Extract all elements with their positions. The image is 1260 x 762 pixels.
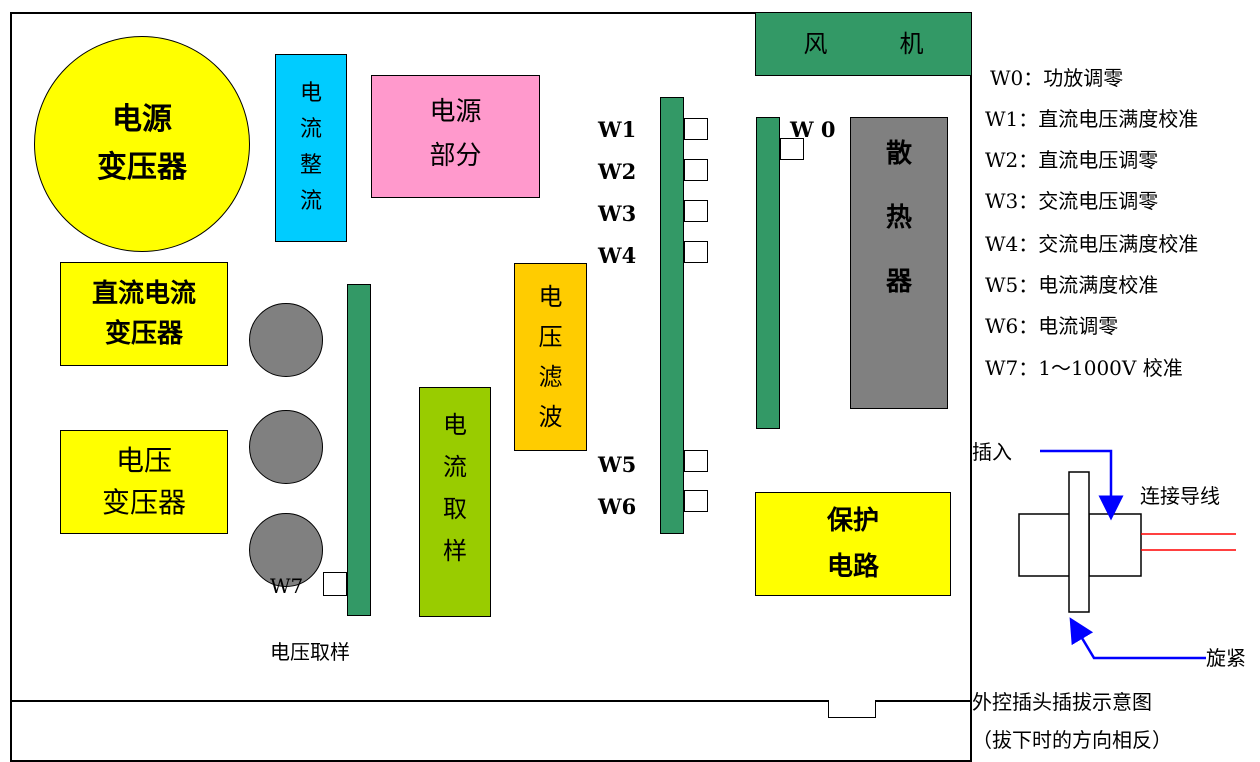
- capacitor-3: [249, 513, 323, 587]
- w6-pot: [684, 490, 708, 512]
- w3-pot: [684, 200, 708, 222]
- legend-w0: W0：功放调零: [990, 66, 1124, 90]
- plug-right-body: [1088, 513, 1142, 577]
- connect-wire-label: 连接导线: [1140, 484, 1220, 508]
- protection-circuit-label: 保护 电路: [826, 506, 879, 582]
- w2-label: W2: [598, 159, 637, 184]
- w7-label: W7: [270, 574, 304, 598]
- fan-block: 风 机: [755, 12, 972, 76]
- current-rectifier-label: 电 流 整 流: [299, 81, 322, 214]
- power-section: 电源 部分: [371, 75, 540, 198]
- power-transformer: 电源 变压器: [34, 36, 250, 252]
- voltage-sampling-label: 电压取样: [270, 640, 350, 664]
- tighten-arrow: [1069, 617, 1206, 660]
- bottom-connector: [828, 700, 876, 718]
- w4-label: W4: [598, 243, 637, 268]
- dc-current-transformer: 直流电流 变压器: [60, 262, 228, 366]
- w5-pot: [684, 450, 708, 472]
- voltage-sampling-board: [347, 284, 371, 616]
- current-rectifier: 电 流 整 流: [275, 54, 347, 242]
- voltage-transformer: 电压 变压器: [60, 430, 228, 534]
- legend-w2: W2：直流电压调零: [985, 148, 1159, 172]
- amp-board: [756, 117, 780, 429]
- plug-left-body: [1018, 513, 1072, 577]
- current-sampling: 电 流 取 样: [419, 387, 491, 617]
- w3-label: W3: [598, 201, 637, 226]
- plug-diagram: [1018, 449, 1236, 660]
- main-board: [660, 97, 684, 534]
- w2-pot: [684, 159, 708, 181]
- legend-w7: W7：1～1000V 校准: [985, 356, 1183, 380]
- w0-label: W 0: [790, 117, 836, 142]
- power-transformer-label: 电源 变压器: [97, 102, 187, 185]
- insert-arrow: [1040, 449, 1124, 521]
- current-sampling-label: 电 流 取 样: [443, 411, 467, 565]
- legend-w4: W4：交流电压满度校准: [985, 232, 1199, 256]
- w4-pot: [684, 241, 708, 263]
- dc-current-transformer-label: 直流电流 变压器: [91, 279, 196, 349]
- voltage-filter-label: 电 压 滤 波: [538, 283, 563, 431]
- heatsink: 散 热 器: [850, 117, 948, 409]
- w0-pot: [780, 138, 804, 160]
- legend-w3: W3：交流电压调零: [985, 189, 1159, 213]
- w6-label: W6: [598, 494, 637, 519]
- voltage-filter: 电 压 滤 波: [514, 263, 587, 451]
- power-section-label: 电源 部分: [429, 97, 482, 171]
- legend-w5: W5：电流满度校准: [985, 273, 1159, 297]
- capacitor-2: [249, 410, 323, 484]
- plug-caption-1: 外控插头插拔示意图: [972, 690, 1152, 714]
- voltage-transformer-label: 电压 变压器: [101, 444, 186, 519]
- capacitor-1: [249, 303, 323, 377]
- plug-caption-2: （拔下时的方向相反）: [972, 728, 1172, 752]
- legend-w1: W1：直流电压满度校准: [985, 107, 1199, 131]
- tighten-label: 旋紧: [1206, 646, 1246, 670]
- protection-circuit: 保护 电路: [755, 492, 951, 596]
- legend-w6: W6：电流调零: [985, 314, 1119, 338]
- fan-label: 风 机: [803, 30, 924, 58]
- w1-pot: [684, 118, 708, 140]
- w1-label: W1: [598, 117, 637, 142]
- w5-label: W5: [598, 452, 637, 477]
- heatsink-label: 散 热 器: [885, 139, 912, 297]
- w7-pot: [323, 572, 347, 596]
- plug-flange: [1068, 471, 1090, 613]
- insert-label: 插入: [972, 440, 1012, 464]
